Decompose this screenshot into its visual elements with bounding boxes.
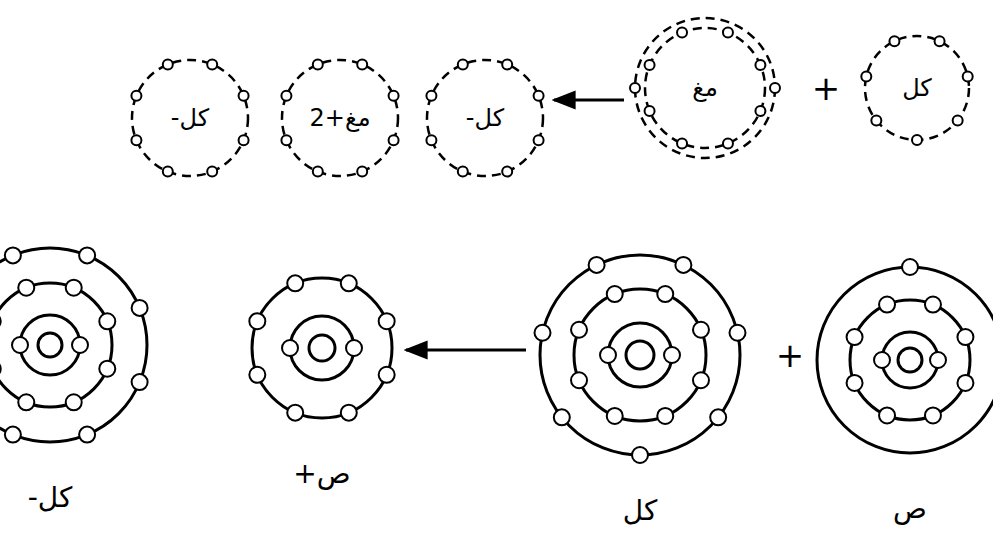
atom: ص bbox=[807, 257, 993, 533]
element-symbol: كل bbox=[902, 75, 932, 101]
element-symbol: كل- bbox=[171, 105, 209, 131]
atom: كل- bbox=[0, 238, 157, 522]
atom-shells bbox=[0, 238, 157, 452]
atom: كل bbox=[530, 245, 750, 535]
reaction-arrow bbox=[554, 99, 624, 102]
element-symbol: مغ+2 bbox=[309, 105, 370, 131]
atom: كل bbox=[858, 29, 976, 147]
reaction-arrow bbox=[406, 349, 526, 352]
element-symbol: ص bbox=[893, 494, 927, 525]
atom: كل- bbox=[420, 53, 550, 183]
element-symbol: ص+ bbox=[293, 459, 350, 490]
atom: مغ+2 bbox=[275, 53, 405, 183]
atom: مغ bbox=[628, 11, 782, 165]
atom-shells bbox=[807, 257, 993, 463]
atom: كل- bbox=[125, 53, 255, 183]
element-symbol: كل- bbox=[28, 483, 73, 514]
atom-shells bbox=[530, 245, 750, 465]
element-symbol: مغ bbox=[692, 75, 718, 101]
element-symbol: كل bbox=[623, 496, 658, 527]
element-symbol: كل- bbox=[466, 105, 504, 131]
plus-sign: + bbox=[812, 71, 841, 105]
atom: ص+ bbox=[242, 268, 402, 498]
plus-sign: + bbox=[776, 338, 805, 372]
atom-shells bbox=[242, 268, 402, 428]
